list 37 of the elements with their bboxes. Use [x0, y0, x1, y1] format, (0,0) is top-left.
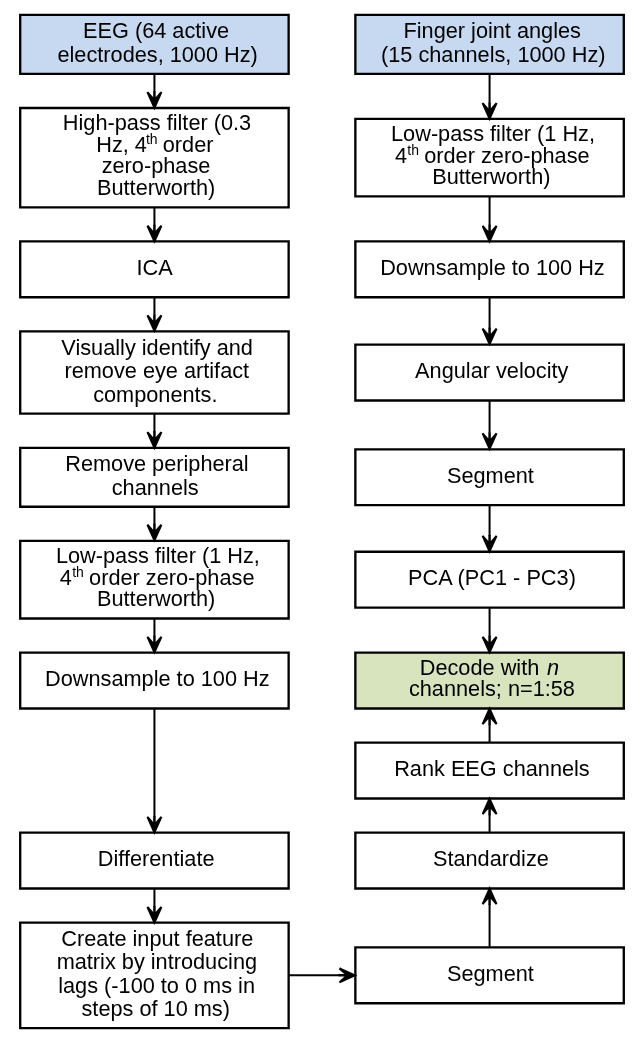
node-box: Low-pass filter (1 Hz, 4$^{th}$ order zero-phase Butterworth): [354, 117, 625, 198]
node-box: Remove peripheral channels: [19, 446, 290, 508]
arrow: [146, 74, 163, 109]
arrow: [481, 505, 498, 553]
node-box: Standardize: [354, 831, 625, 890]
arrow: [146, 507, 163, 542]
arrow: [146, 297, 163, 332]
arrow: [146, 888, 163, 924]
node-box: Decode with n channels; n=1:58: [354, 651, 625, 710]
arrow: [481, 74, 498, 120]
node-box: ICA: [19, 240, 290, 299]
node-box: Segment: [354, 946, 625, 1005]
arrow: [481, 887, 498, 947]
node-box: Low-pass filter (1 Hz, 4$^{th}$ order zero-phase Butterworth): [19, 539, 290, 620]
arrow: [481, 797, 498, 833]
node-box: Downsample to 100 Hz: [19, 651, 290, 710]
node-box: Rank EEG channels: [354, 741, 625, 800]
arrow: [481, 196, 498, 243]
arrow: [146, 708, 163, 834]
node-box: High-pass filter (0.3 Hz, 4$^{th}$ order zero-phase Butterworth): [19, 106, 290, 209]
arrow: [481, 297, 498, 346]
arrow: [289, 967, 356, 984]
node-box: Visually identify and remove eye artifact components.: [19, 330, 290, 415]
arrow: [481, 400, 498, 450]
node-box: Create input feature matrix by introducing lags (-100 to 0 ms in steps of 10 ms): [19, 921, 290, 1030]
node-box: EEG (64 active electrodes, 1000 Hz): [19, 13, 290, 75]
arrow: [481, 607, 498, 654]
node-box: Downsample to 100 Hz: [354, 240, 625, 299]
arrow: [146, 413, 163, 449]
node-box: PCA (PC1 - PC3): [354, 550, 625, 609]
arrow: [146, 618, 163, 654]
node-box: Finger joint angles (15 channels, 1000 Hz): [354, 13, 625, 75]
node-box: Differentiate: [19, 831, 290, 890]
node-box: Angular velocity: [354, 343, 625, 402]
node-box: Segment: [354, 448, 625, 507]
arrow: [481, 707, 498, 743]
arrow: [146, 207, 163, 243]
